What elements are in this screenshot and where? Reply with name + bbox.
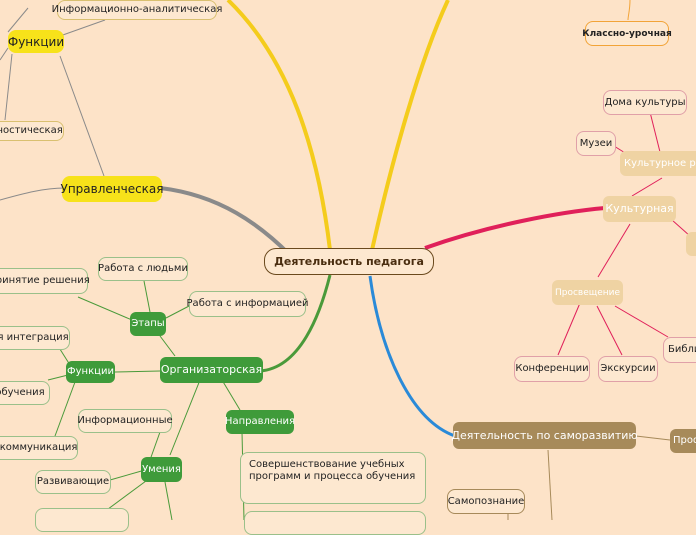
node-diagnostic[interactable]: гностическая — [0, 121, 64, 141]
branch-organizational-green — [259, 274, 332, 373]
node-integration[interactable]: ая интеграция — [0, 326, 70, 350]
node-culture-houses[interactable]: Дома культуры — [603, 90, 687, 115]
node-excursions[interactable]: Экскурсии — [598, 356, 658, 382]
node-libraries[interactable]: Библи — [663, 337, 696, 363]
node-culture-dev[interactable]: Культурное разв — [620, 151, 696, 176]
node-decision[interactable]: Принятие решения — [0, 268, 90, 294]
node-communication[interactable]: я коммуникация — [0, 436, 78, 460]
node-developing[interactable]: Развивающие — [35, 470, 111, 494]
node-informational[interactable]: Информационные — [77, 409, 173, 433]
node-work-info[interactable]: Работа с информацией — [187, 291, 308, 317]
node-culture-right — [686, 232, 696, 256]
node-learning[interactable]: обучения — [0, 381, 50, 405]
node-classroom[interactable]: Классно-урочная — [582, 21, 672, 46]
node-organizational[interactable]: Организаторская — [160, 357, 263, 383]
node-cultural[interactable]: Культурная — [603, 196, 676, 222]
branch-management-gray — [159, 186, 292, 257]
node-prof[interactable]: Проф — [670, 429, 696, 453]
node-enlightenment[interactable]: Просвещение — [552, 280, 623, 305]
node-self-knowledge[interactable]: Самопознание — [447, 489, 525, 514]
mind-map-connections — [0, 0, 691, 520]
branch-top-yellow — [226, 0, 332, 251]
node-org-functions[interactable]: Функции — [66, 361, 115, 383]
center-node[interactable]: Деятельность педагога — [264, 248, 434, 275]
node-info-analytic[interactable]: Информационно-аналитическая — [52, 0, 222, 20]
node-self-dev[interactable]: Деятельность по саморазвитию — [451, 422, 638, 449]
node-stages[interactable]: Этапы — [130, 312, 166, 336]
node-work-people[interactable]: Работа с людьми — [98, 257, 188, 281]
branch-top-right-yellow — [370, 0, 450, 251]
node-conferences[interactable]: Конференции — [514, 356, 590, 382]
node-management-functions[interactable]: Функции — [8, 30, 64, 53]
node-partial-2 — [244, 511, 426, 535]
node-directions[interactable]: Направления — [225, 410, 295, 434]
node-management[interactable]: Управленческая — [61, 176, 164, 202]
branch-cultural-red — [424, 206, 606, 250]
node-skills[interactable]: Умения — [141, 457, 182, 482]
node-improvement[interactable]: Совершенствование учебных программ и про… — [240, 452, 426, 504]
branch-selfdev-blue — [368, 275, 456, 438]
node-partial — [35, 508, 129, 532]
node-museums[interactable]: Музеи — [576, 131, 616, 156]
